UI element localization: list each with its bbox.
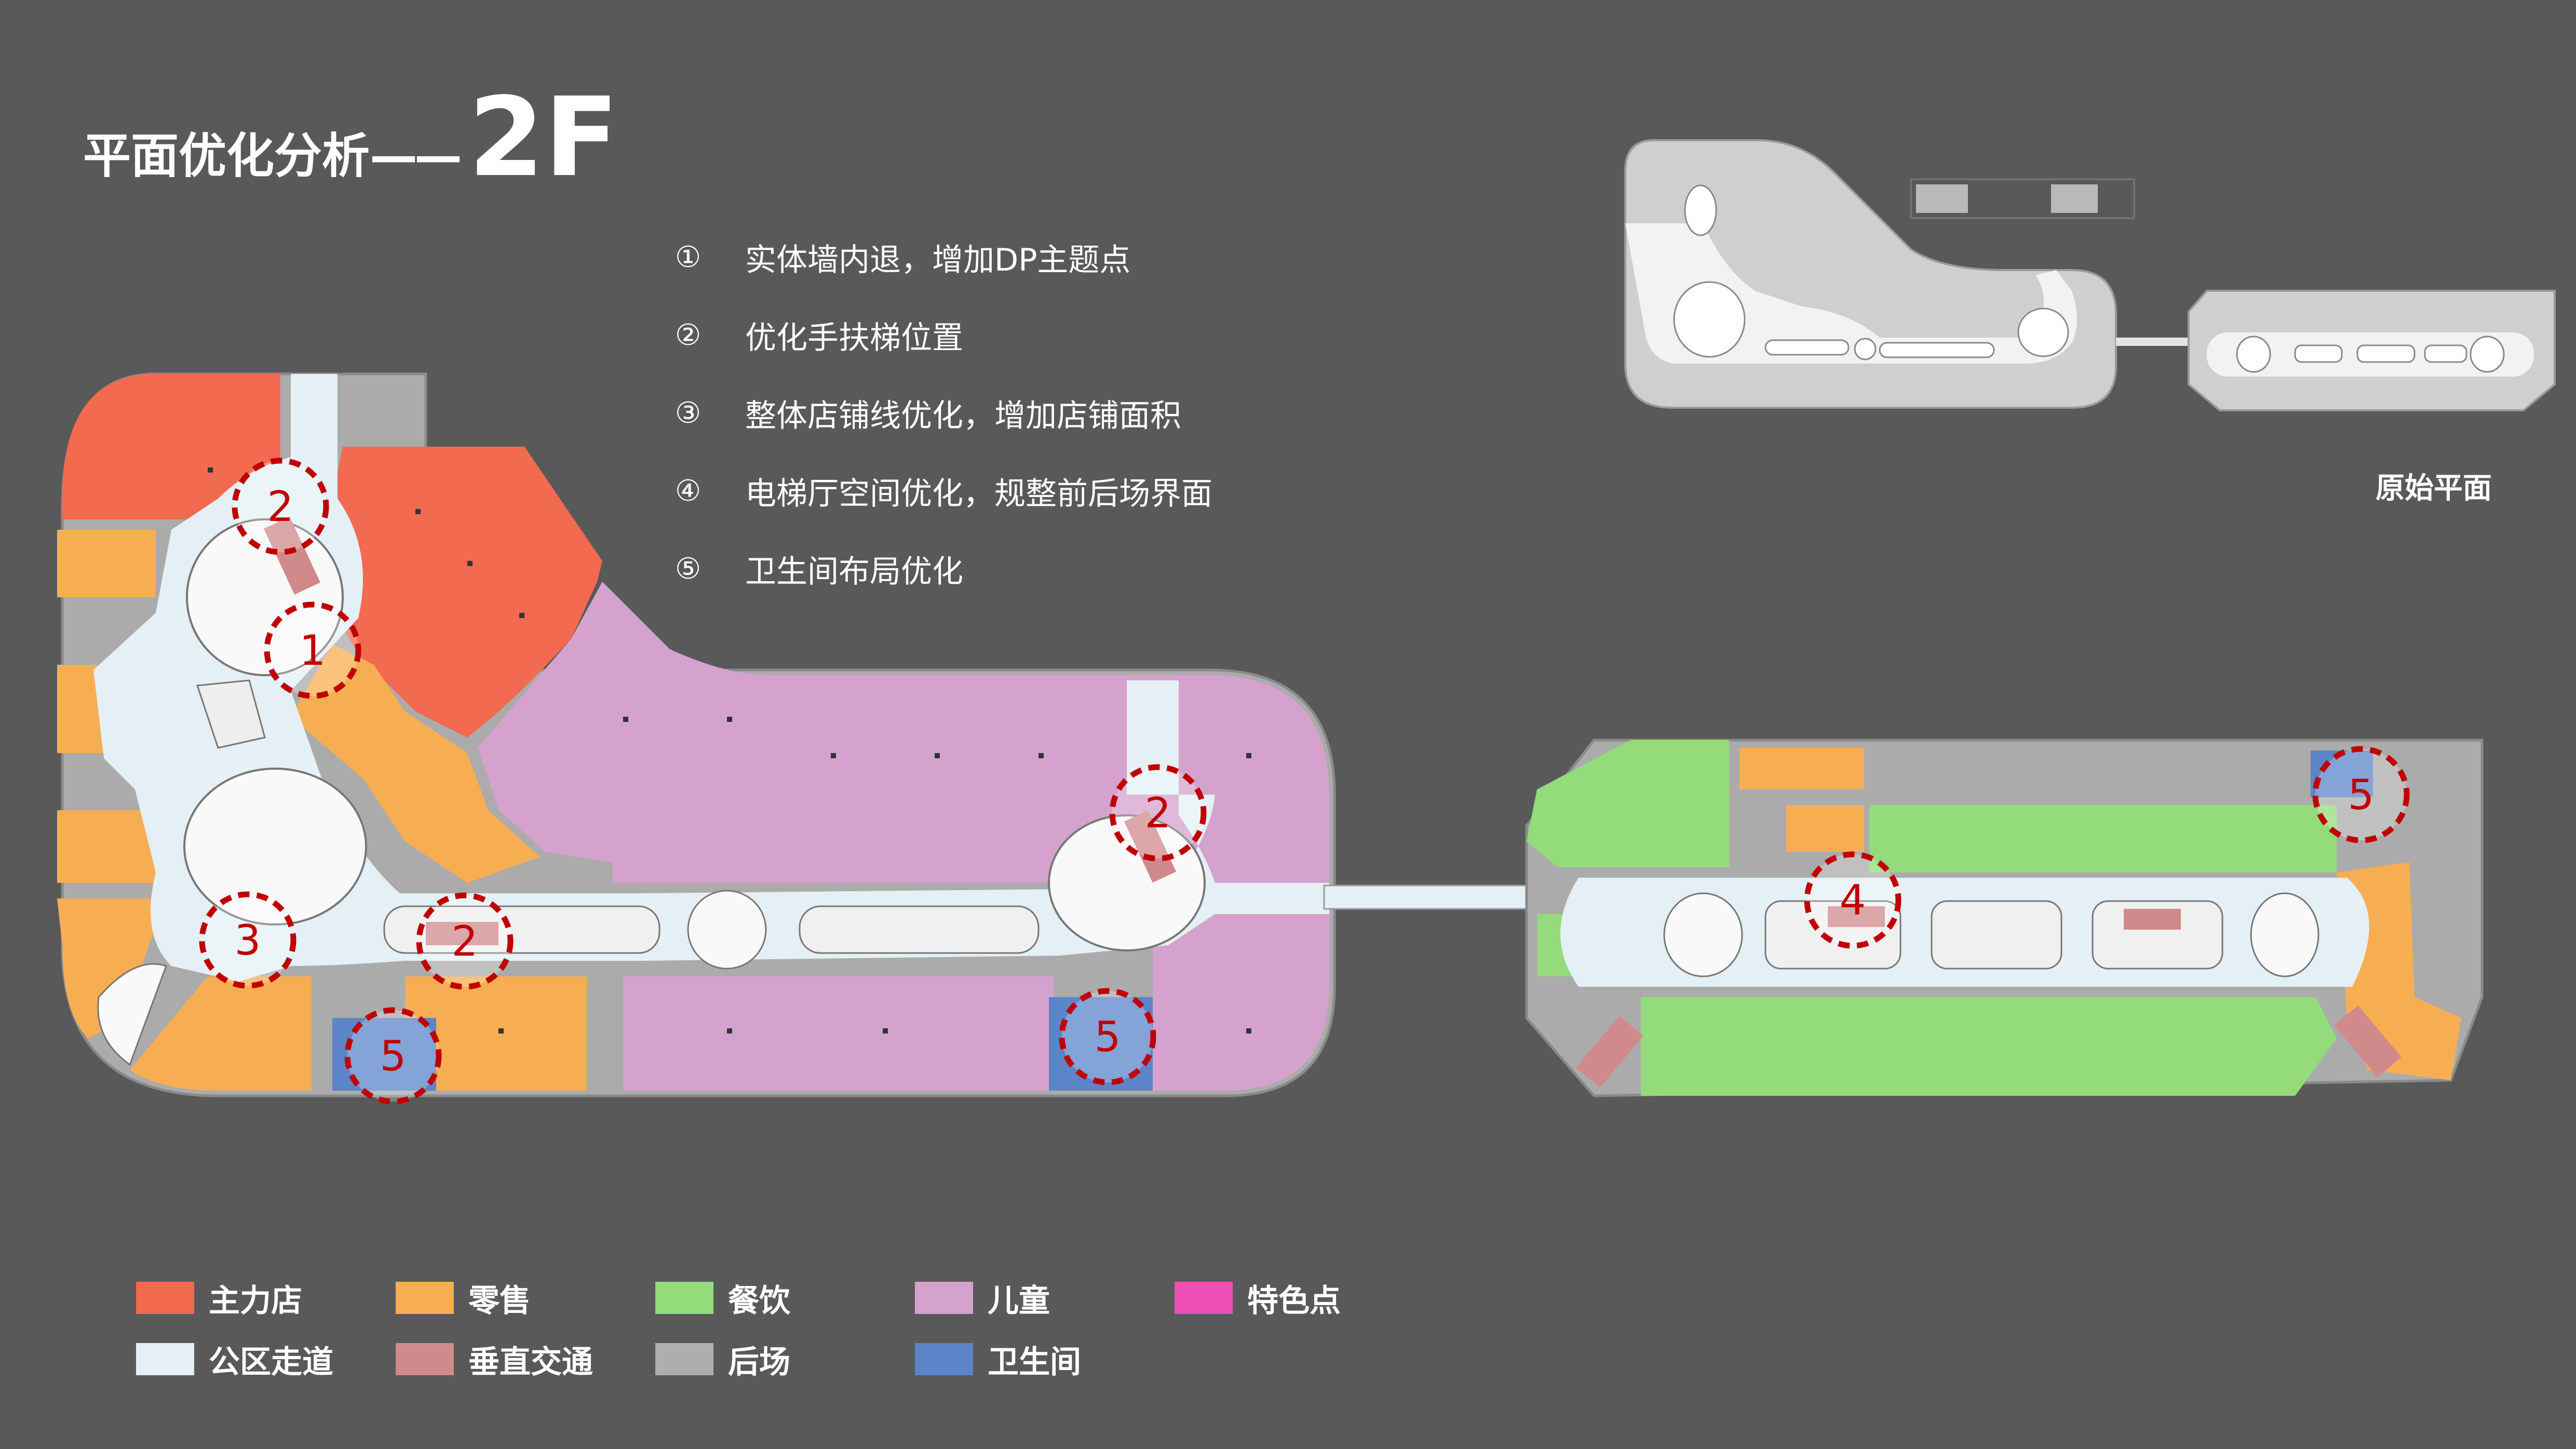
marker-label: 2	[452, 917, 478, 965]
note-number: ②	[675, 318, 702, 352]
legend-item: 垂直交通	[396, 1337, 655, 1382]
legend-swatch	[915, 1282, 973, 1314]
note-text: 电梯厅空间优化，规整前后场界面	[745, 475, 1212, 512]
legend-label: 儿童	[988, 1282, 1050, 1319]
legend-item: 卫生间	[915, 1337, 1175, 1382]
note-item: ④ 电梯厅空间优化，规整前后场界面	[675, 452, 1212, 530]
title-text: 平面优化分析	[83, 128, 370, 184]
legend-item: 公区走道	[136, 1337, 396, 1382]
legend-item: 零售	[396, 1276, 655, 1321]
note-text: 优化手扶梯位置	[745, 319, 963, 356]
legend-swatch	[655, 1282, 713, 1314]
note-item: ⑤ 卫生间布局优化	[675, 530, 1212, 608]
marker-label: 4	[1840, 876, 1866, 924]
original-plan-thumbnail	[1624, 139, 2556, 411]
legend-swatch	[396, 1343, 454, 1375]
legend-swatch	[915, 1343, 973, 1375]
marker-label: 5	[380, 1032, 407, 1080]
page-title: 平面优化分析 —— 2F	[83, 74, 619, 201]
secondary-building-plan	[1525, 739, 2484, 1097]
marker-label: 5	[1095, 1013, 1121, 1061]
legend-label: 后场	[728, 1344, 790, 1380]
legend-swatch	[1175, 1282, 1233, 1314]
legend-item: 特色点	[1175, 1276, 1434, 1321]
legend-label: 特色点	[1247, 1282, 1341, 1319]
marker-circle	[1109, 764, 1207, 862]
connecting-bridge	[1323, 884, 1548, 910]
marker-circle	[232, 458, 329, 555]
legend-label: 主力店	[209, 1282, 302, 1319]
note-item: ① 实体墙内退，增加DP主题点	[675, 218, 1212, 296]
marker-circle	[416, 892, 514, 990]
legend-item: 后场	[655, 1337, 915, 1382]
legend-swatch	[655, 1343, 713, 1375]
note-number: ④	[675, 474, 702, 508]
marker-circle	[2312, 746, 2410, 843]
note-number: ③	[675, 396, 702, 430]
marker-circle	[344, 1007, 442, 1105]
marker-label: 1	[300, 626, 326, 675]
legend-label: 垂直交通	[468, 1344, 593, 1380]
original-plan-label: 原始平面	[2376, 472, 2492, 505]
title-dash: ——	[370, 128, 462, 184]
note-item: ③ 整体店铺线优化，增加店铺面积	[675, 374, 1212, 452]
marker-circle	[1059, 988, 1156, 1085]
legend-label: 公区走道	[209, 1344, 333, 1380]
legend-item: 主力店	[136, 1276, 396, 1321]
legend-item: 餐饮	[655, 1276, 915, 1321]
legend-swatch	[136, 1343, 194, 1375]
legend: 主力店 零售 餐饮 儿童 特色点 公区走道 垂直交通 后场 卫生间	[136, 1267, 1434, 1390]
marker-circle	[264, 601, 361, 699]
legend-item: 儿童	[915, 1276, 1175, 1321]
marker-label: 2	[1145, 789, 1171, 837]
marker-label: 3	[235, 916, 261, 964]
legend-label: 零售	[468, 1282, 531, 1319]
note-number: ①	[675, 240, 702, 274]
note-text: 卫生间布局优化	[745, 553, 963, 590]
legend-swatch	[136, 1282, 194, 1314]
marker-label: 2	[267, 482, 294, 531]
note-text: 实体墙内退，增加DP主题点	[745, 242, 1131, 278]
note-text: 整体店铺线优化，增加店铺面积	[745, 397, 1181, 434]
legend-label: 卫生间	[988, 1344, 1081, 1380]
legend-swatch	[396, 1282, 454, 1314]
note-number: ⑤	[675, 552, 702, 586]
marker-label: 5	[2348, 771, 2375, 819]
note-item: ② 优化手扶梯位置	[675, 296, 1212, 374]
floor-label: 2F	[468, 74, 619, 201]
legend-label: 餐饮	[728, 1282, 790, 1319]
marker-circle	[199, 891, 296, 989]
marker-circle	[1804, 851, 1901, 949]
main-building-plan	[57, 372, 1336, 1097]
